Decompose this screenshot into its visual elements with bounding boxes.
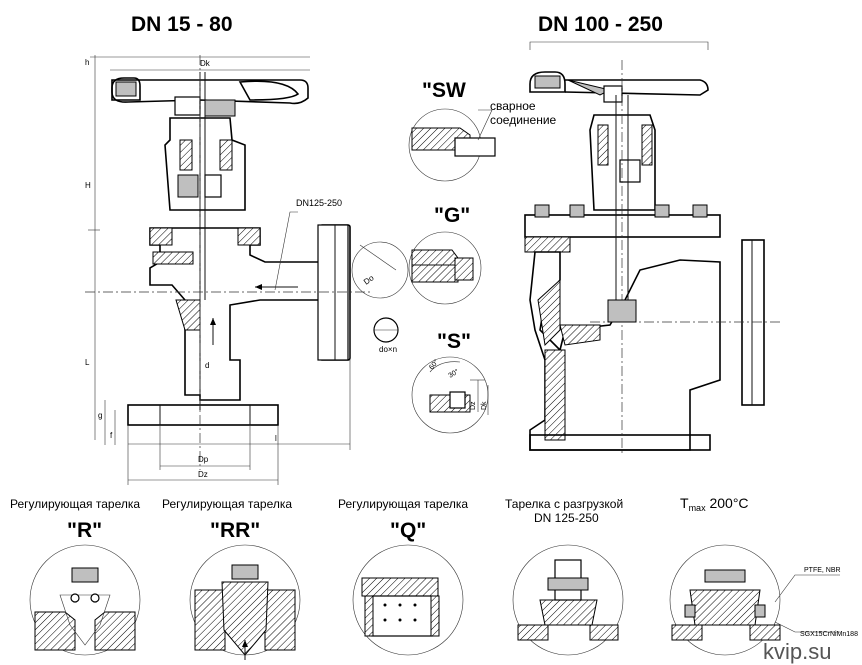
valve-drawing-dn15-80 [85, 55, 409, 485]
tmax-label: Tmax 200°C [680, 495, 749, 513]
dim-l: l [275, 434, 277, 443]
sw-note-line1: сварное [490, 99, 536, 113]
title-dn-100-250: DN 100 - 250 [538, 13, 663, 36]
dim-dk: Dk [200, 59, 211, 68]
dim-H: H [85, 181, 91, 190]
dim-g: g [98, 411, 102, 420]
label-g: "G" [434, 204, 470, 227]
dim-do: Do [362, 273, 376, 287]
label-sw: "SW [422, 79, 466, 102]
dim-h: h [85, 58, 89, 67]
dim-dp: Dp [198, 455, 209, 464]
dim-dz: Dz [198, 470, 208, 479]
caption-r: Регулирующая тарелка [10, 497, 140, 511]
s-dk: Dk [481, 401, 488, 410]
note-dn125-250: DN125-250 [296, 198, 342, 208]
label-q: "Q" [390, 519, 426, 542]
dim-f: f [110, 431, 113, 440]
dim-L: L [85, 358, 90, 367]
watermark: kvip.su [763, 639, 831, 664]
caption-rr: Регулирующая тарелка [162, 497, 292, 511]
s-dz: Dz [470, 401, 477, 410]
detail-s [411, 356, 489, 434]
detail-g [408, 231, 482, 305]
detail-r [29, 544, 141, 656]
detail-rr [189, 544, 301, 660]
label-r: "R" [67, 519, 102, 542]
caption-relief-line2: DN 125-250 [534, 511, 599, 525]
detail-ptfe [669, 544, 840, 656]
dim-do-n: do×n [379, 345, 397, 354]
sw-note-line2: соединение [490, 113, 557, 127]
detail-sw [408, 108, 496, 182]
title-dn-15-80: DN 15 - 80 [131, 13, 233, 36]
valve-drawing-dn100-250 [524, 41, 780, 455]
label-s: "S" [437, 330, 471, 353]
detail-relief [512, 544, 624, 656]
label-rr: "RR" [210, 519, 260, 542]
ptfe-note: PTFE, NBR [804, 567, 841, 574]
s-angle-60: 60° [427, 358, 440, 371]
detail-q [352, 544, 464, 656]
s-angle-30: 30° [447, 367, 460, 379]
caption-q: Регулирующая тарелка [338, 497, 468, 511]
dim-d: d [205, 361, 209, 370]
caption-relief-line1: Тарелка с разгрузкой [505, 497, 623, 511]
steel-note: SGX15CrNiMn188 [800, 631, 858, 638]
